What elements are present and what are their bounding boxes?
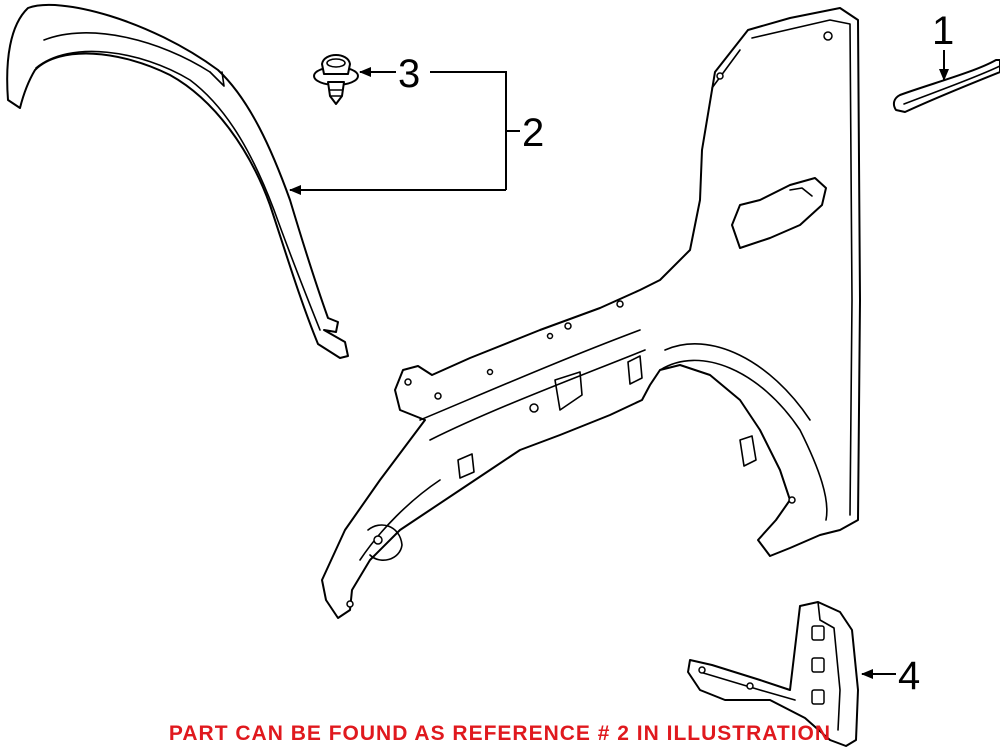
push-clip xyxy=(313,54,359,105)
wheel-arch-trim-strip xyxy=(892,59,1000,113)
fender-flare xyxy=(6,4,349,359)
callout-2-label: 2 xyxy=(522,111,544,155)
mud-flap xyxy=(687,601,859,747)
fender-panel xyxy=(321,7,861,619)
callout-3-label: 3 xyxy=(398,52,420,96)
callout-2-bracket xyxy=(430,71,507,190)
callout-1-label: 1 xyxy=(932,9,954,53)
callout-4-label: 4 xyxy=(898,654,920,698)
reference-note: PART CAN BE FOUND AS REFERENCE # 2 IN IL… xyxy=(168,722,832,745)
